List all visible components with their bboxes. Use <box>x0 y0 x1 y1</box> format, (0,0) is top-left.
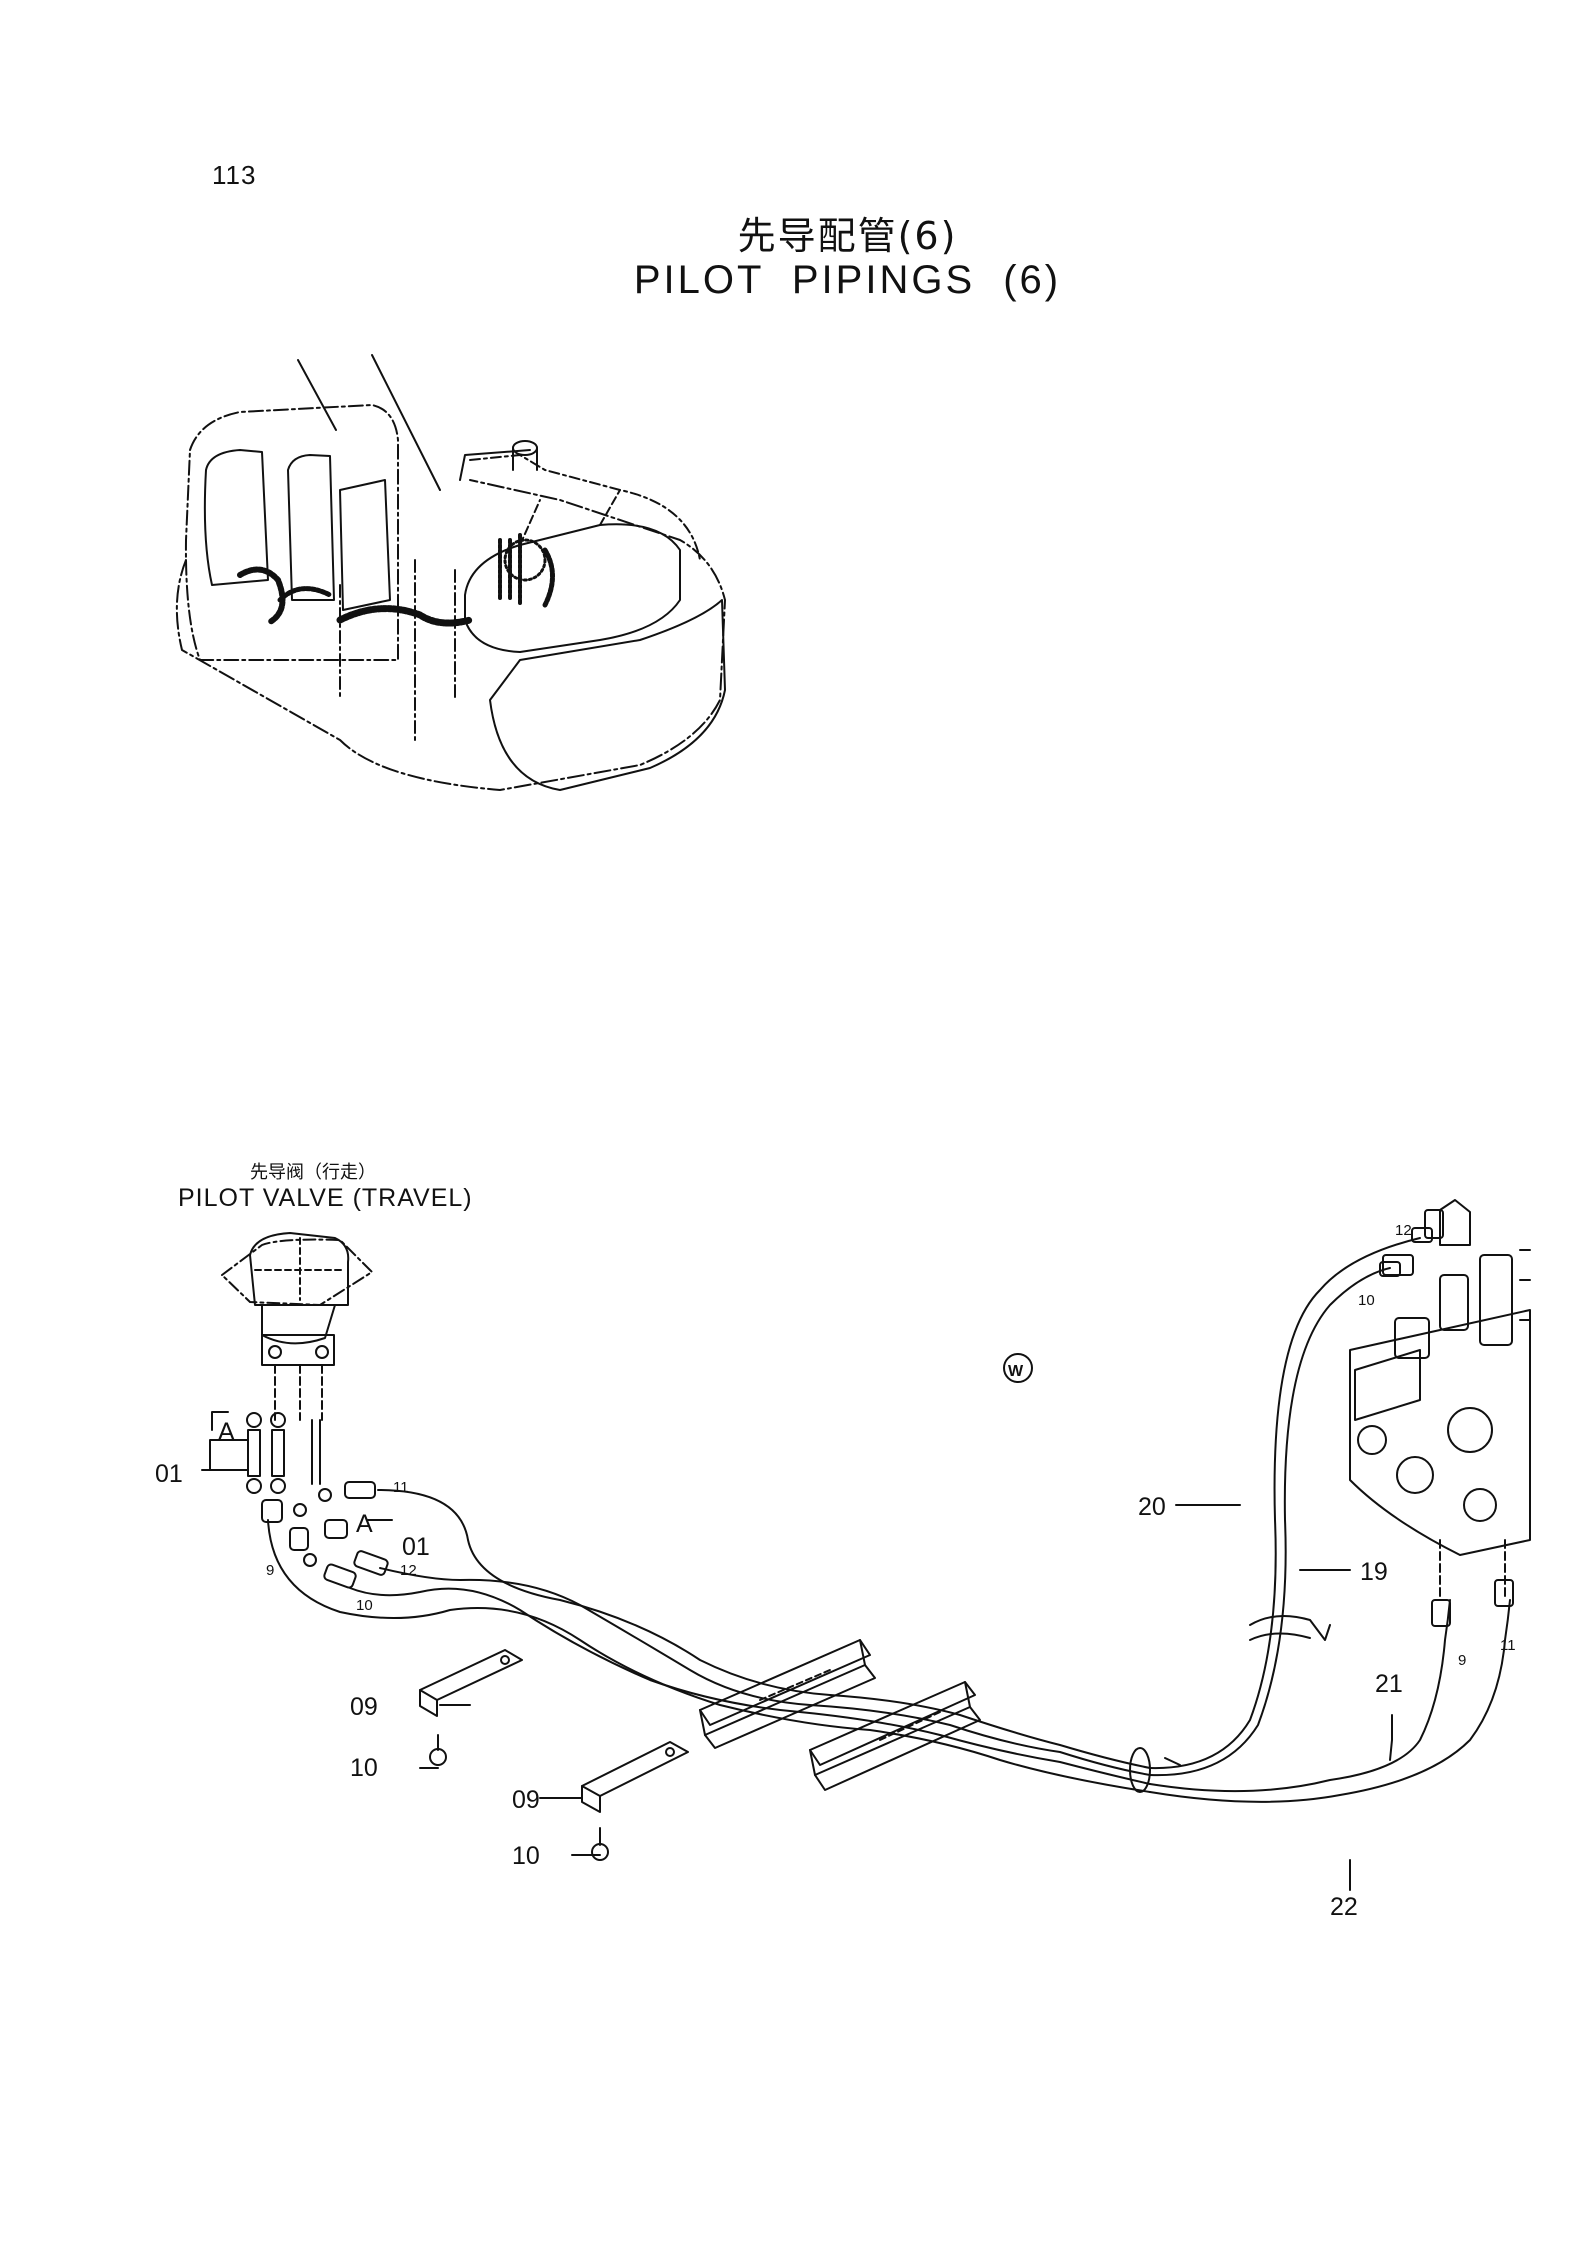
view-marker-a-right: A <box>356 1510 373 1538</box>
leader-lines <box>201 1439 1393 1891</box>
w-marker-circle <box>1003 1353 1033 1383</box>
port-label-10-left: 10 <box>356 1597 373 1614</box>
view-marker-a-left-shape <box>211 1411 229 1431</box>
page-title-chinese: 先导配管(6) <box>737 214 958 258</box>
view-marker-a-left: A <box>218 1418 235 1446</box>
mounting-rails <box>699 1639 981 1791</box>
page-title-english: PILOT PIPINGS (6) <box>633 258 1062 302</box>
hose-ends-control-valve <box>1379 1227 1433 1277</box>
callout-21: 21 <box>1375 1670 1403 1698</box>
callout-01-left: 01 <box>155 1460 183 1488</box>
callout-22: 22 <box>1330 1893 1358 1921</box>
bolt-10-upper <box>429 1734 447 1766</box>
callout-20: 20 <box>1138 1493 1166 1521</box>
callout-19: 19 <box>1360 1558 1388 1586</box>
pilot-valve-label-chinese: 先导阀（行走） <box>250 1162 376 1183</box>
port-label-11-left: 11 <box>393 1479 409 1496</box>
bolt-10-lower <box>591 1827 609 1861</box>
port-label-10-right: 10 <box>1358 1292 1375 1309</box>
callout-09-upper: 09 <box>350 1693 378 1721</box>
port-label-12-right: 12 <box>1395 1222 1412 1239</box>
callout-01-right: 01 <box>402 1533 430 1561</box>
port-label-9-left: 9 <box>266 1562 274 1579</box>
port-label-11-right: 11 <box>1500 1637 1516 1654</box>
control-valve <box>1349 1199 1531 1627</box>
pilot-hoses <box>267 1237 1511 1803</box>
bracket-09-lower <box>581 1741 689 1813</box>
callout-10-upper: 10 <box>350 1754 378 1782</box>
page-number: 113 <box>212 160 257 190</box>
excavator-overview-illustration <box>175 354 726 791</box>
pilot-valve-fittings <box>246 1412 389 1589</box>
port-label-9-right: 9 <box>1458 1652 1466 1669</box>
bracket-09-upper <box>419 1649 523 1717</box>
callout-09-lower: 09 <box>512 1786 540 1814</box>
port-label-12-left: 12 <box>400 1562 417 1579</box>
callout-10-lower: 10 <box>512 1842 540 1870</box>
pilot-valve-travel <box>221 1232 373 1421</box>
pilot-valve-label-english: PILOT VALVE (TRAVEL) <box>178 1184 473 1212</box>
w-marker-symbol: W <box>1008 1363 1024 1380</box>
hose-clamps <box>1129 1615 1331 1793</box>
